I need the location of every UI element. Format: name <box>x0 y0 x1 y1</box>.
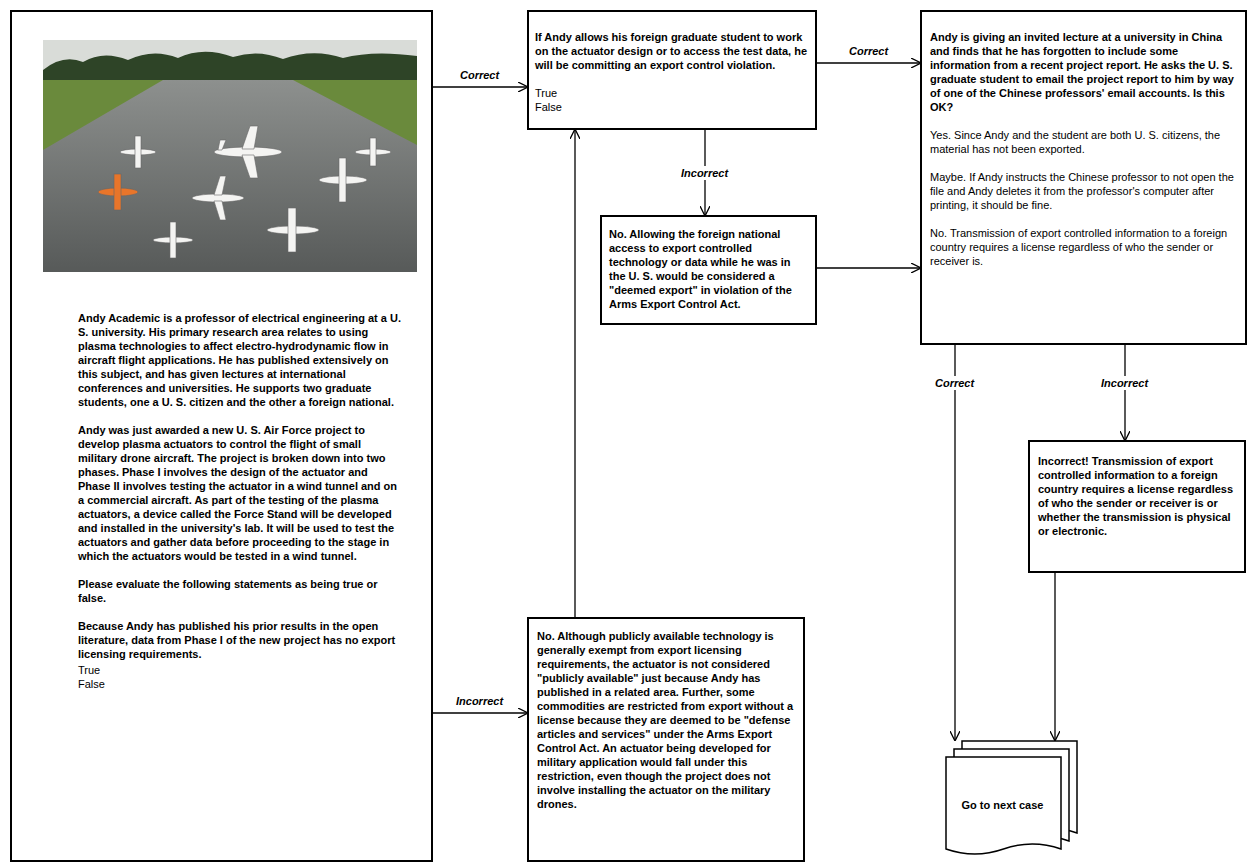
connector-arrow <box>1054 573 1055 740</box>
edge-label: Correct <box>458 68 501 82</box>
box-text: Because Andy has published his prior res… <box>78 619 401 661</box>
scenario-box: Andy Academic is a professor of electric… <box>10 10 433 862</box>
page-outline <box>946 757 1061 854</box>
connector-arrow <box>433 86 527 87</box>
connector-arrow <box>817 62 920 63</box>
box-text: Incorrect! Transmission of export contro… <box>1038 454 1236 538</box>
question-box: If Andy allows his foreign graduate stud… <box>527 10 817 130</box>
box-text: Please evaluate the following statements… <box>78 577 401 605</box>
edge-label: Incorrect <box>679 166 730 180</box>
box-text: Yes. Since Andy and the student are both… <box>930 128 1237 156</box>
box-text: No. Although publicly available technolo… <box>537 629 795 811</box>
box-text: False <box>535 100 809 114</box>
box-text: Andy Academic is a professor of electric… <box>78 311 401 409</box>
box-text: True <box>78 663 401 677</box>
edge-label: Correct <box>933 376 976 390</box>
feedback-box: No. Allowing the foreign national access… <box>600 215 817 325</box>
edge-label: Incorrect <box>1099 376 1150 390</box>
next-case-document: Go to next case <box>945 740 1080 862</box>
connector-arrow <box>954 345 955 740</box>
connector-arrow <box>433 712 527 713</box>
box-text: Andy was just awarded a new U. S. Air Fo… <box>78 423 401 563</box>
edge-label: Incorrect <box>454 694 505 708</box>
box-text: Go to next case <box>945 798 1060 812</box>
question-box: Andy is giving an invited lecture at a u… <box>920 10 1247 345</box>
connector-arrow <box>574 130 575 617</box>
edge-label: Correct <box>847 44 890 58</box>
box-text: No. Transmission of export controlled in… <box>930 226 1237 268</box>
box-text: True <box>535 86 809 100</box>
feedback-box: Incorrect! Transmission of export contro… <box>1028 440 1246 573</box>
airfield-photo <box>43 40 417 272</box>
box-text: Maybe. If Andy instructs the Chinese pro… <box>930 170 1237 212</box>
box-text: Andy is giving an invited lecture at a u… <box>930 30 1237 114</box>
box-text: If Andy allows his foreign graduate stud… <box>535 30 809 72</box>
box-text: False <box>78 677 401 691</box>
box-text: No. Allowing the foreign national access… <box>609 227 808 311</box>
feedback-box: No. Although publicly available technolo… <box>527 617 805 862</box>
connector-arrow <box>817 267 920 268</box>
connector-arrow <box>1124 345 1125 440</box>
